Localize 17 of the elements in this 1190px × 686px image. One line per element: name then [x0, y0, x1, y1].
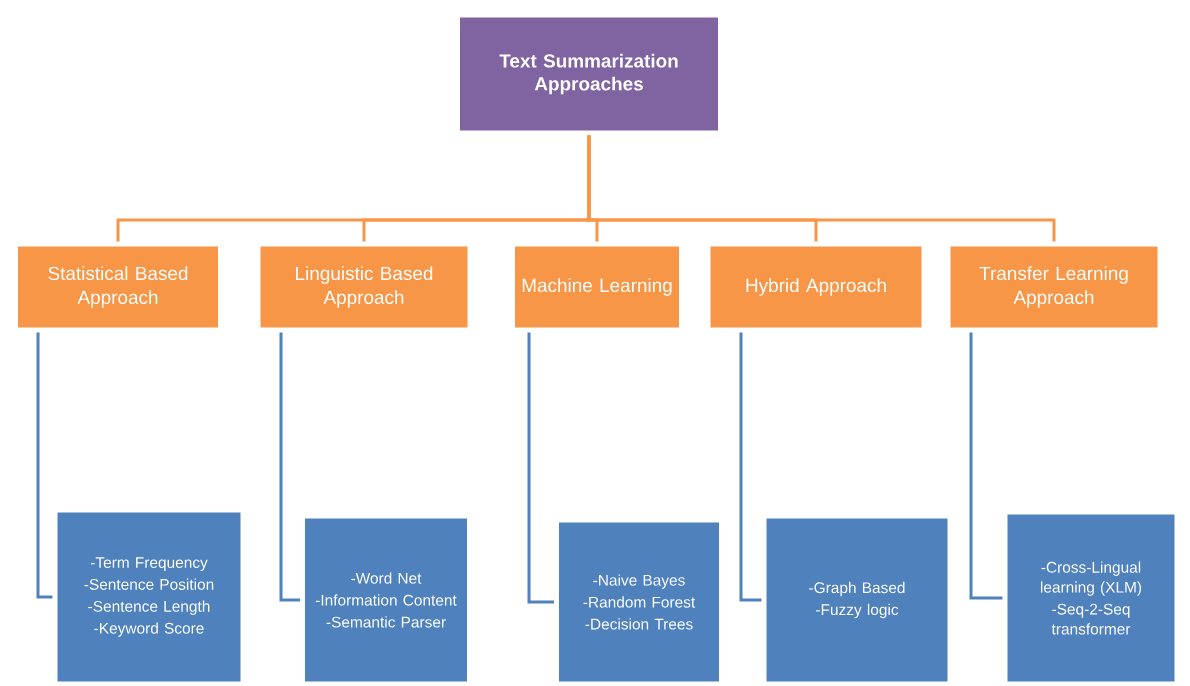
title-box: Text Summarization Approaches [455, 12, 723, 136]
method-list-box: -Naive Bayes -Random Forest -Decision Trees [554, 517, 724, 686]
approach-box: Statistical Based Approach [13, 241, 223, 333]
connector-line [36, 332, 53, 599]
connector-line [527, 332, 554, 604]
connector-line [587, 135, 1056, 242]
approach-box: Hybrid Approach [705, 241, 927, 333]
connector-line [739, 332, 762, 602]
connector-line [279, 332, 300, 602]
approach-box: Linguistic Based Approach [255, 241, 473, 333]
method-list-box: -Word Net -Information Content -Semantic Parser [300, 513, 472, 686]
method-list-box: -Graph Based -Fuzzy logic [761, 513, 953, 686]
method-list-box: -Term Frequency -Sentence Position -Sentence Length -Keyword Score [52, 507, 246, 686]
approach-box: Transfer Learning Approach [945, 241, 1163, 333]
connector-line [969, 332, 1003, 600]
method-list-box: -Cross-Lingual learning (XLM) -Seq-2-Seq transformer [1002, 509, 1180, 686]
approach-box: Machine Learning [510, 241, 684, 333]
